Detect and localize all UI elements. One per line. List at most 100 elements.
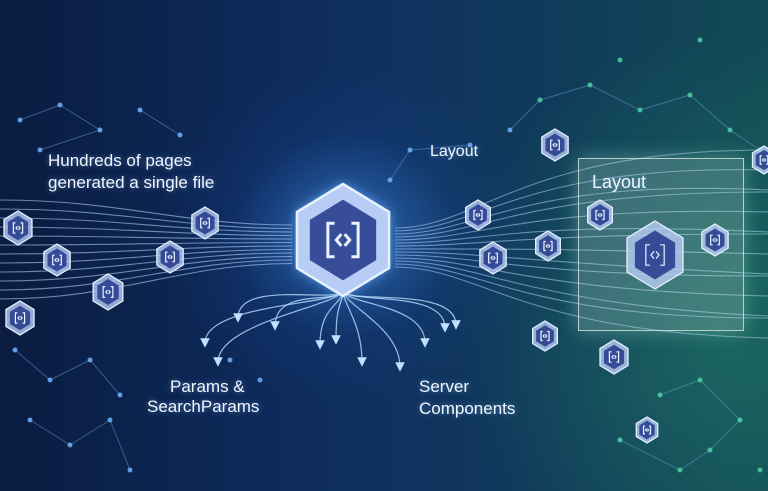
layout-label: Layout [430,143,479,160]
network-dot [407,147,413,153]
network-dot [507,127,513,133]
network-dot [57,102,63,108]
component-node [5,300,35,336]
component-node [92,273,124,311]
hundreds-pages-label-line2: generated a single file [48,173,215,192]
connection-line [394,266,768,339]
network-dot [727,127,733,133]
network-link [589,84,641,111]
connection-line [0,252,293,273]
network-dot [737,417,743,423]
component-node [532,320,558,352]
network-dot [127,467,133,473]
network-link [19,104,61,121]
connection-line [0,217,293,233]
network-link [699,379,741,421]
network-dot [757,467,763,473]
network-dot [87,357,93,363]
network-dot [227,357,233,363]
network-dot [677,467,683,473]
network-link [69,419,111,446]
code-bracket-icon [645,244,665,266]
network-dot [47,377,53,383]
component-node [626,220,684,290]
network-dot [687,92,693,98]
component-node [635,416,659,444]
network-dot [117,392,123,398]
network-link [39,129,101,151]
network-dot [587,82,593,88]
network-link [689,94,731,131]
connection-line [394,191,768,238]
hundreds-pages-label-line1: Hundreds of pages [48,151,192,170]
code-bracket-icon [642,425,652,435]
connection-line [394,233,768,247]
connection-line [0,259,293,291]
network-dot [467,142,473,148]
server-label-line2: Components [419,399,516,418]
connection-line [0,235,293,240]
code-bracket-icon [200,217,210,229]
network-dot [67,442,73,448]
connection-line [394,227,768,244]
connection-line [394,260,768,317]
code-bracket-icon [326,221,360,259]
network-link [389,149,411,181]
code-bracket-icon [102,286,114,298]
connection-line [394,263,768,319]
connection-line [394,257,768,297]
network-dot [637,107,643,113]
component-node [191,206,219,240]
network-link [89,359,121,396]
component-node [3,210,33,246]
network-dot [617,437,623,443]
network-dot [537,97,543,103]
component-node [587,199,613,231]
network-dot [697,377,703,383]
code-bracket-icon [608,351,620,363]
network-dot [17,117,23,123]
code-bracket-icon [543,240,553,252]
component-node [751,145,768,175]
network-dot [97,127,103,133]
component-node [479,241,507,275]
network-link [59,104,101,131]
code-bracket-icon [488,252,498,264]
connection-line [394,149,768,229]
component-node [535,230,561,262]
network-dot [617,57,623,63]
component-node [541,128,569,162]
network-dot [177,132,183,138]
code-bracket-icon [595,209,605,221]
connection-line [394,169,768,232]
component-node [465,199,491,231]
code-bracket-icon [52,254,62,266]
code-bracket-icon [165,251,175,263]
network-link [14,349,51,381]
network-dot [387,177,393,183]
network-link [139,109,181,136]
network-link [539,84,591,101]
network-dot [137,107,143,113]
network-dot [707,447,713,453]
network-link [49,359,91,381]
component-node [43,243,71,277]
connection-line [0,226,293,237]
network-link [659,379,701,396]
server-label-line1: Server [419,377,470,396]
network-link [109,419,131,471]
network-dot [37,147,43,153]
network-link [639,94,691,111]
component-node [156,240,184,274]
network-link [709,419,741,451]
code-bracket-icon [12,222,24,234]
connection-line [0,241,293,246]
component-node [701,223,729,257]
component-node [599,339,629,375]
code-bracket-icon [540,330,550,342]
network-link [729,129,761,151]
network-dot [27,417,33,423]
layout-box-label: Layout [592,172,647,192]
